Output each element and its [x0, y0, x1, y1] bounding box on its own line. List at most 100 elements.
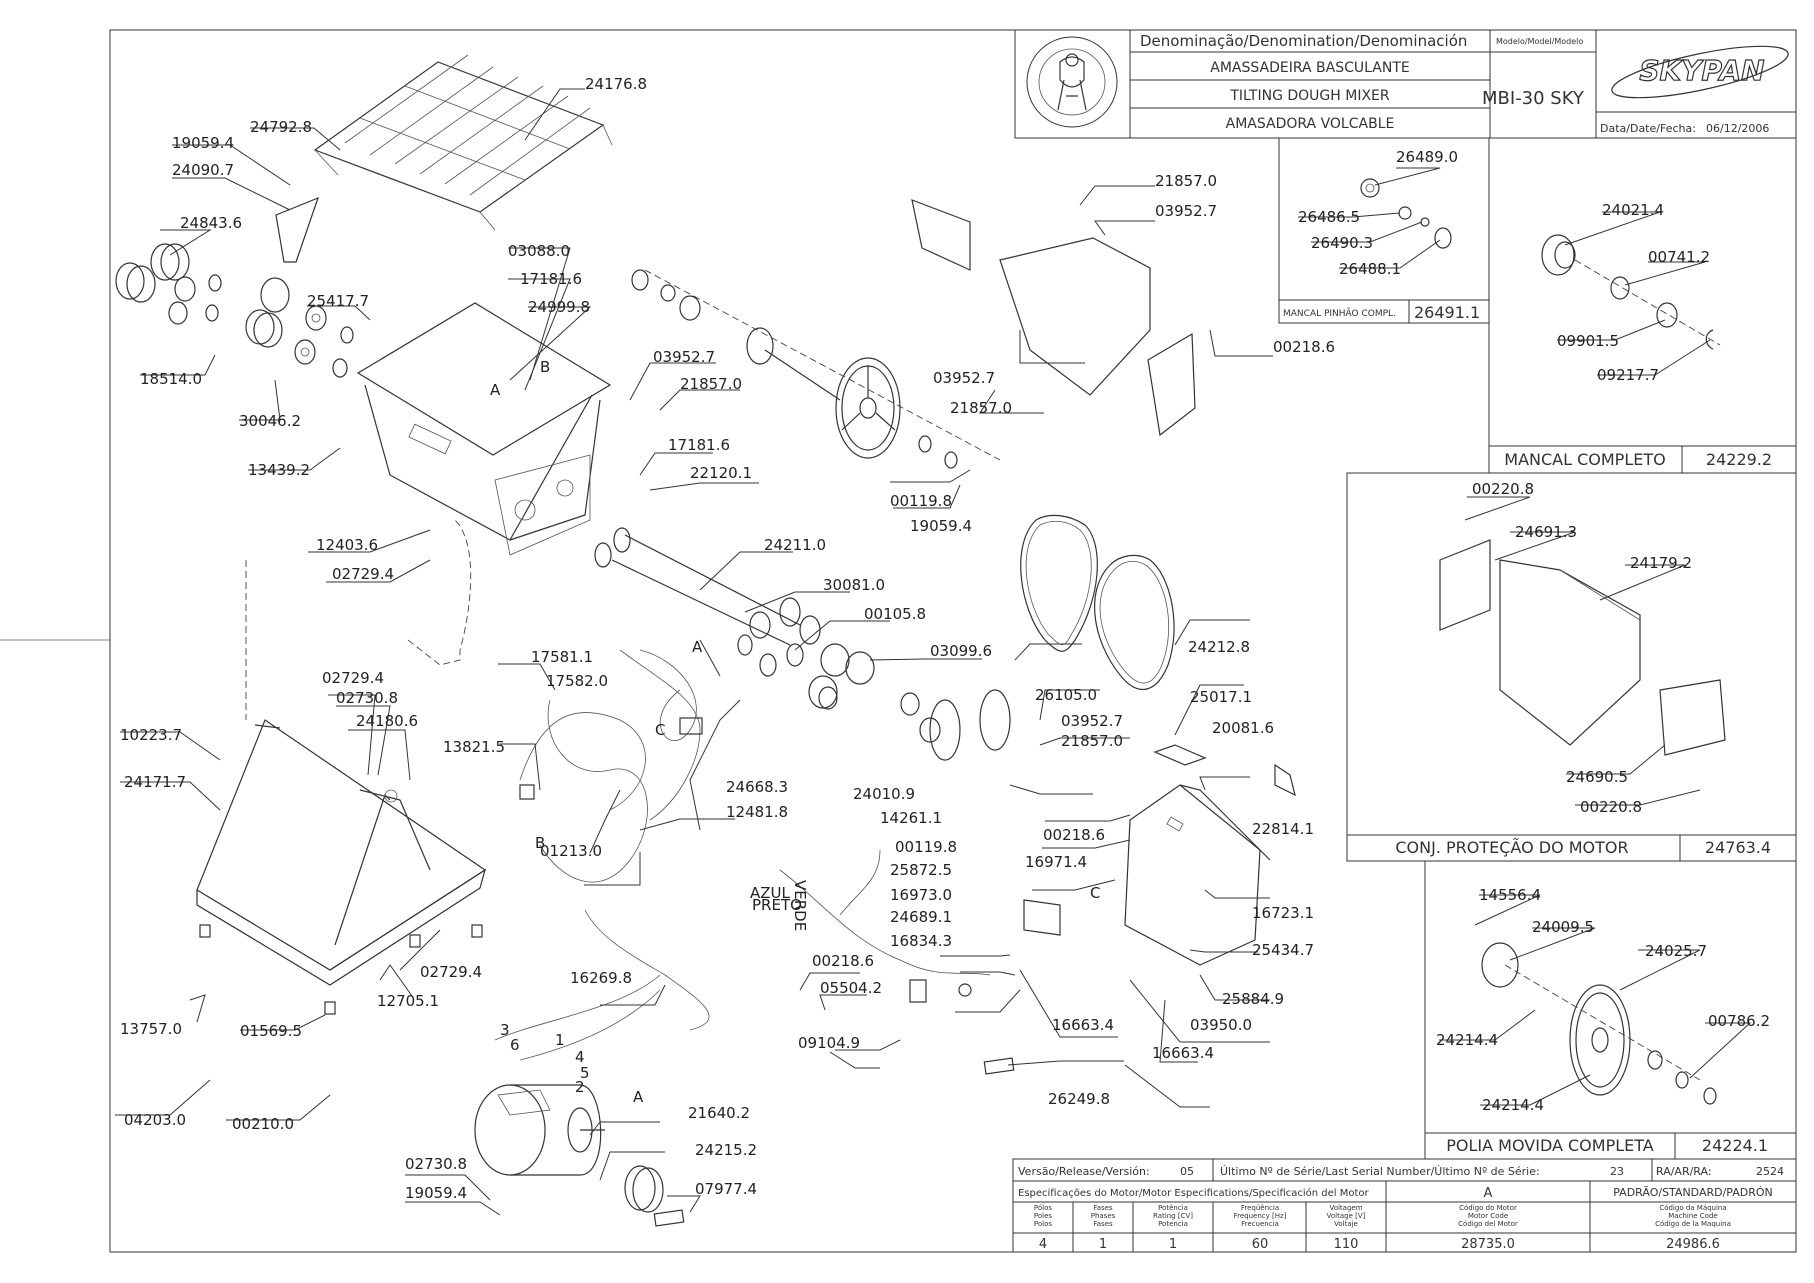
part-label: 16663.4: [1052, 1016, 1114, 1034]
driven-pulley-detail: [1481, 942, 1717, 1105]
spec-column-header: Rating [CV]: [1153, 1212, 1193, 1220]
spec-column-header: Pólos: [1034, 1204, 1052, 1212]
subassembly-part-label: 00786.2: [1708, 1012, 1770, 1030]
part-label: 03952.7: [933, 369, 995, 387]
wiring-harness-part: [494, 649, 991, 1061]
spec-column-value: 110: [1334, 1237, 1359, 1252]
part-label: 20081.6: [1212, 719, 1274, 737]
part-label: 03088.0: [508, 242, 570, 260]
part-label: 02729.4: [322, 669, 384, 687]
part-label: 26105.0: [1035, 686, 1097, 704]
part-label: 03950.0: [1190, 1016, 1252, 1034]
part-label: 24668.3: [726, 778, 788, 796]
spec-column-header: Poles: [1034, 1212, 1053, 1220]
spec-column-header: Frecuencia: [1241, 1220, 1279, 1228]
part-label: 24215.2: [695, 1141, 757, 1159]
part-label: 16663.4: [1152, 1044, 1214, 1062]
subassembly-part-label: 09217.7: [1597, 366, 1659, 384]
part-label: 24212.8: [1188, 638, 1250, 656]
part-label: 30081.0: [823, 576, 885, 594]
part-label: 21857.0: [1061, 732, 1123, 750]
name-en: TILTING DOUGH MIXER: [1229, 88, 1390, 104]
subassembly-part-label: 26490.3: [1311, 234, 1373, 252]
subassembly-part-label: 24009.5: [1532, 918, 1594, 936]
part-label: 17582.0: [546, 672, 608, 690]
part-label: 00210.0: [232, 1115, 294, 1133]
wire-color: VERDE: [791, 880, 809, 931]
subassembly-name: MANCAL PINHÃO COMPL.: [1283, 308, 1396, 319]
part-label: 25017.1: [1190, 688, 1252, 706]
wire-number: 6: [510, 1036, 520, 1054]
subassembly-part-label: 26486.5: [1298, 208, 1360, 226]
spec-column-header: Código de la Maquina: [1655, 1220, 1731, 1228]
part-label: 24180.6: [356, 712, 418, 730]
subassembly-part-label: 24214.4: [1436, 1031, 1498, 1049]
drawing-border: [109, 29, 1797, 1253]
bearing-stack-part: [115, 196, 354, 378]
part-label: 00218.6: [1273, 338, 1335, 356]
subassembly-part-label: 26489.0: [1396, 148, 1458, 166]
release-block: Versão/Release/Versión: 05 Último Nº de …: [1012, 1158, 1797, 1253]
spec-column-header: Voltaje: [1334, 1220, 1358, 1228]
safety-grid-part: [313, 54, 613, 231]
serial-label: Último Nº de Série/Last Serial Number/Úl…: [1220, 1165, 1540, 1178]
part-label: 12481.8: [726, 803, 788, 821]
wire-letter: C: [655, 721, 665, 739]
spec-column-header: Machine Code: [1668, 1212, 1717, 1220]
part-label: 16269.8: [570, 969, 632, 987]
spec-column-header: Fases: [1093, 1220, 1113, 1228]
part-label: 22120.1: [690, 464, 752, 482]
part-label: 05504.2: [820, 979, 882, 997]
wire-letter: B: [535, 834, 545, 852]
part-label: 25872.5: [890, 861, 952, 879]
part-label: 09104.9: [798, 1034, 860, 1052]
wire-number: 3: [500, 1021, 510, 1039]
part-label: 30046.2: [239, 412, 301, 430]
base-frame-part: [196, 719, 487, 1015]
part-label: 04203.0: [124, 1111, 186, 1129]
wire-number: 2: [575, 1078, 585, 1096]
date-label: Data/Date/Fecha:: [1600, 122, 1696, 135]
spec-column-header: Fases: [1093, 1204, 1113, 1212]
subassembly-name: MANCAL COMPLETO: [1504, 450, 1665, 469]
motor-guard-detail: [1439, 539, 1726, 756]
mixer-bowl-part: [356, 302, 612, 556]
label-tag-part: [983, 1057, 1015, 1075]
part-label: 24211.0: [764, 536, 826, 554]
complete-bearing-detail: [1541, 234, 1721, 350]
part-label: 02730.8: [336, 689, 398, 707]
part-label: 22814.1: [1252, 820, 1314, 838]
part-label: 19059.4: [910, 517, 972, 535]
spec-column-value: 28735.0: [1461, 1237, 1515, 1252]
spec-column-value: 1: [1099, 1237, 1107, 1252]
part-label: 21857.0: [1155, 172, 1217, 190]
wire-color: AZUL: [750, 884, 791, 902]
part-label: 24792.8: [250, 118, 312, 136]
drive-shaft-gears-part: [594, 527, 1011, 761]
subassembly-labels: 26489.0 26486.5 26490.3 26488.1 MANCAL P…: [1283, 148, 1772, 1155]
part-label: 16834.3: [890, 932, 952, 950]
part-callouts: 24176.8 24792.8 19059.4 24090.7 24843.6 …: [120, 75, 1335, 1202]
part-label: 02730.8: [405, 1155, 467, 1173]
part-label: 13757.0: [120, 1020, 182, 1038]
part-label: 00119.8: [895, 838, 957, 856]
part-label: 17181.6: [520, 270, 582, 288]
part-label: 13439.2: [248, 461, 310, 479]
leader-lines: [115, 88, 1752, 1216]
wire-markers: A B A C B C AZUL PRETO VERDE 3 6 1 4 5 2…: [490, 358, 1100, 1106]
part-label: 16723.1: [1252, 904, 1314, 922]
assembly-guide: [407, 519, 472, 666]
part-label: 24176.8: [585, 75, 647, 93]
part-label: 00218.6: [1043, 826, 1105, 844]
v-belts-part: [1020, 514, 1175, 690]
part-label: 24010.9: [853, 785, 915, 803]
model-number: MBI-30 SKY: [1482, 88, 1585, 109]
part-label: 00119.8: [890, 492, 952, 510]
subassembly-part-label: 24025.7: [1645, 942, 1707, 960]
spec-column-value: 24986.6: [1666, 1237, 1720, 1252]
subassembly-part-label: 24179.2: [1630, 554, 1692, 572]
electric-box-part: [1023, 744, 1296, 966]
subassembly-part-label: 24021.4: [1602, 201, 1664, 219]
spec-column-header: Polos: [1034, 1220, 1052, 1228]
